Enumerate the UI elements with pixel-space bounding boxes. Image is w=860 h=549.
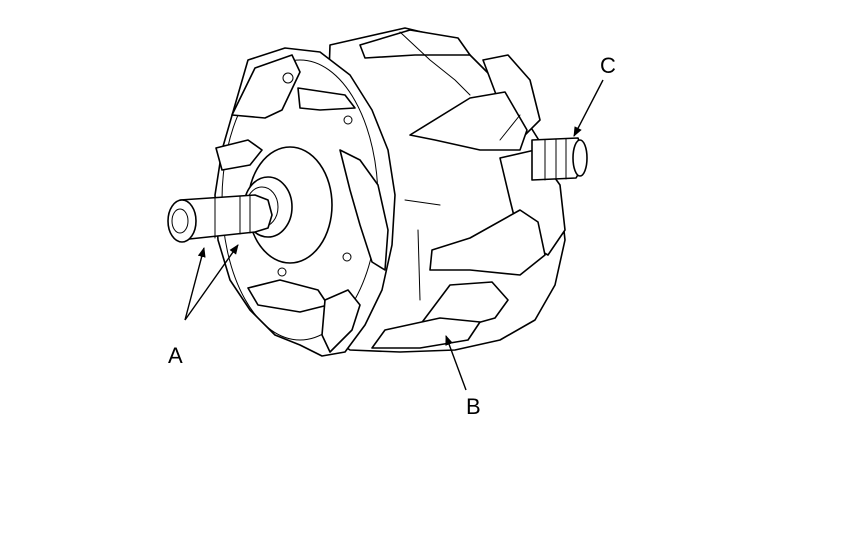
callout-leaders [184,79,604,391]
rear-shaft [531,137,588,181]
rotor-assembly [167,27,588,357]
leader-a-1 [184,247,206,321]
front-shaft [167,194,273,243]
leader-b [445,335,467,391]
leader-c [573,79,604,137]
callout-label-b: B [466,394,481,419]
callout-label-c: C [600,53,616,78]
callout-label-a: A [168,343,183,368]
leader-a-2 [184,244,239,321]
